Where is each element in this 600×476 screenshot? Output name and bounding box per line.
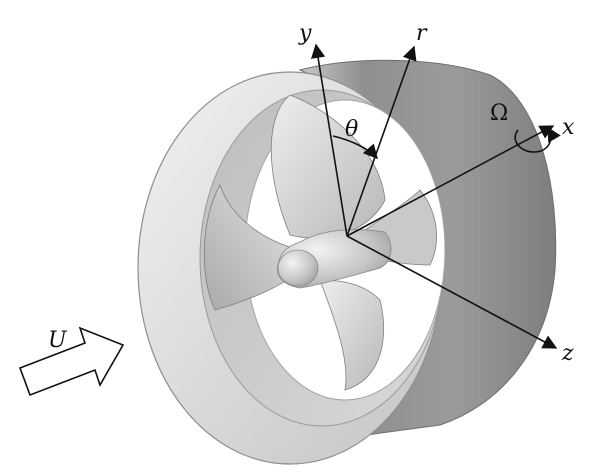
omega-rotation-arrow [514, 126, 561, 153]
x-axis-label: x [562, 115, 575, 140]
theta-arc [332, 135, 378, 160]
propeller [203, 94, 437, 391]
y-axis [310, 43, 348, 237]
coordinate-axes [310, 43, 561, 349]
theta-label: θ [345, 117, 358, 142]
blade-lower [319, 279, 385, 391]
y-axis-label: y [298, 21, 312, 46]
z-axis [346, 235, 558, 349]
hub-nose [277, 249, 319, 287]
blade-left [203, 184, 301, 311]
r-axis [346, 45, 417, 237]
inflow-arrow [18, 326, 125, 397]
z-axis-label: z [561, 341, 574, 366]
r-axis-label: r [416, 21, 428, 46]
omega-label: Ω [490, 101, 508, 126]
x-axis [346, 125, 555, 237]
inflow-velocity-label: U [48, 328, 68, 353]
